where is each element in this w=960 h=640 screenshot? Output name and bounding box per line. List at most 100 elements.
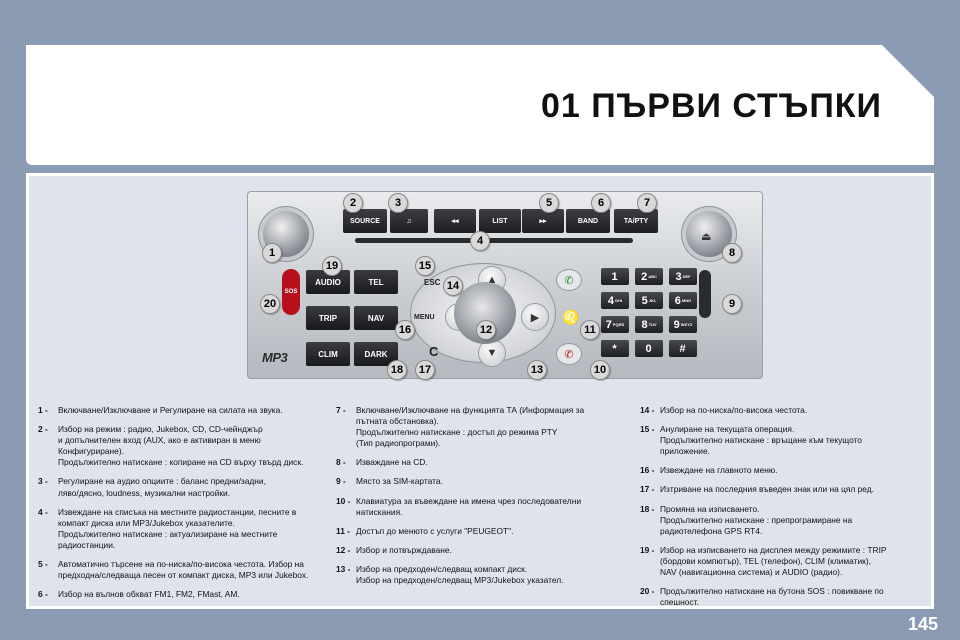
phone-answer-icon[interactable]: ✆ <box>557 270 581 290</box>
keypad-key[interactable]: # <box>669 340 697 357</box>
legend-col-1: 1 - Включване/Изключване и Регулиране на … <box>38 405 338 608</box>
legend-num: 5 - <box>38 559 48 570</box>
callout-20: 20 <box>260 294 280 314</box>
legend-item: 20 -Продължително натискане на бутона SO… <box>640 586 924 608</box>
callout-18: 18 <box>387 360 407 380</box>
callout-2: 2 <box>343 193 363 213</box>
keypad-digit: * <box>612 342 617 355</box>
top-button-7[interactable]: TA/PTY <box>614 209 658 233</box>
keypad-digit: 1 <box>611 270 618 283</box>
clear-button[interactable]: C <box>429 344 439 359</box>
legend-num: 1 - <box>38 405 48 415</box>
legend-text: Извеждане на списъка на местните радиост… <box>58 506 297 550</box>
phone-hangup-icon[interactable]: ✆ <box>557 344 581 364</box>
legend-item: 11 - Достъп до менюто с услуги "PEUGEOT". <box>336 526 626 537</box>
mode-button-5[interactable]: CLIM <box>306 342 350 366</box>
keypad-key[interactable]: * <box>601 340 629 357</box>
eject-icon[interactable]: ⏏ <box>701 231 712 243</box>
keypad-digit: 6 <box>674 294 681 307</box>
legend-text: Анулиране на текущата операция. Продължи… <box>660 424 862 457</box>
sim-slot <box>699 270 711 318</box>
legend-text: Автоматично търсене на по-ниска/по-висок… <box>58 559 309 581</box>
sos-button[interactable]: SOS <box>282 269 300 315</box>
legend-text: Включване/Изключване на функцията ТА (Ин… <box>356 405 585 449</box>
top-button-2[interactable]: ♫ <box>390 209 428 233</box>
top-button-6[interactable]: BAND <box>566 209 610 233</box>
legend-item: 19 - Избор на изписването на дисплея межд… <box>640 545 924 578</box>
legend-text: Клавиатура за въвеждане на имена чрез по… <box>356 495 581 517</box>
legend-num: 9 - <box>336 476 346 487</box>
down-arrow-icon[interactable]: ▼ <box>479 340 505 366</box>
esc-button[interactable]: ESC <box>424 278 441 287</box>
callout-13: 13 <box>527 360 547 380</box>
callout-16: 16 <box>395 320 415 340</box>
legend-item: 16 - Извеждане на главното меню. <box>640 465 924 476</box>
legend-num: 7 - <box>336 405 346 415</box>
right-arrow-icon[interactable]: ▶ <box>522 304 548 330</box>
legend-item: 1 - Включване/Изключване и Регулиране на … <box>38 405 338 416</box>
callout-17: 17 <box>415 360 435 380</box>
legend-num: 10 - <box>336 495 351 506</box>
legend-num: 12 - <box>336 544 351 555</box>
keypad-letters: MNO <box>681 298 692 303</box>
legend-item: 10 - Клавиатура за въвеждане на имена чре… <box>336 496 626 518</box>
legend-text: Избор на по-ниска/по-висока честота. <box>660 405 808 415</box>
page-number: 145 <box>907 614 938 634</box>
legend-item: 6 -Избор на вълнов обхват FM1, FM2, FMas… <box>38 589 338 600</box>
mode-button-3[interactable]: TRIP <box>306 306 350 330</box>
mode-button-4[interactable]: NAV <box>354 306 398 330</box>
legend-col-3: 14 - Избор на по-ниска/по-висока честота.… <box>640 405 924 616</box>
legend-item: 18 -Промяна на изписването. Продължителн… <box>640 504 924 537</box>
top-button-4[interactable]: LIST <box>479 209 521 233</box>
peugeot-lion-icon[interactable]: ♌ <box>562 309 580 325</box>
menu-button[interactable]: MENU <box>414 314 435 321</box>
legend-num: 11 - <box>336 525 350 536</box>
keypad-digit: 9 <box>673 318 680 331</box>
top-button-1[interactable]: SOURCE <box>343 209 387 233</box>
legend-num: 19 - <box>640 544 655 555</box>
legend-item: 5 - Автоматично търсене на по-ниска/по-ви… <box>38 559 338 581</box>
legend-text: Включване/Изключване и Регулиране на сил… <box>58 405 283 415</box>
callout-7: 7 <box>637 193 657 213</box>
legend-text: Място за SIM-картата. <box>356 476 443 487</box>
legend-item: 7 - Включване/Изключване на функцията ТА … <box>336 405 626 449</box>
keypad-key[interactable]: 0 <box>635 340 663 357</box>
keypad-letters: DEF <box>682 274 691 279</box>
keypad-digit: 3 <box>675 270 682 283</box>
mode-button-2[interactable]: TEL <box>354 270 398 294</box>
legend-num: 16 - <box>640 465 655 476</box>
legend-num: 14 - <box>640 405 655 415</box>
legend-text: Избор на изписването на дисплея между ре… <box>660 544 887 578</box>
legend-num: 18 - <box>640 503 655 514</box>
legend-col-2: 7 - Включване/Изключване на функцията ТА … <box>336 405 626 594</box>
keypad-letters: GHI <box>615 298 623 303</box>
legend-text: Извеждане на главното меню. <box>660 465 778 476</box>
top-button-5[interactable]: ▸▸ <box>522 209 564 233</box>
callout-5: 5 <box>539 193 559 213</box>
keypad-digit: 2 <box>641 270 648 283</box>
keypad-digit: 0 <box>645 342 652 355</box>
callout-8: 8 <box>722 243 742 263</box>
callout-11: 11 <box>580 320 600 340</box>
legend-text: Достъп до менюто с услуги "PEUGEOT". <box>356 525 514 536</box>
legend-text: Регулиране на аудио опциите : баланс пре… <box>58 476 266 498</box>
legend-item: 2 -Избор на режим : радио, Jukebox, CD, … <box>38 424 338 468</box>
legend-item: 17 -Изтриване на последния въведен знак … <box>640 484 924 495</box>
legend-text: Изваждане на CD. <box>356 457 428 468</box>
legend-num: 4 - <box>38 506 48 517</box>
cd-slot <box>355 238 633 243</box>
keypad-digit: 8 <box>641 318 648 331</box>
keypad-key[interactable]: 1 <box>601 268 629 285</box>
legend-num: 6 - <box>38 589 48 600</box>
keypad-digit: 5 <box>641 294 648 307</box>
top-button-3[interactable]: ◂◂ <box>434 209 476 233</box>
callout-15: 15 <box>415 256 435 276</box>
